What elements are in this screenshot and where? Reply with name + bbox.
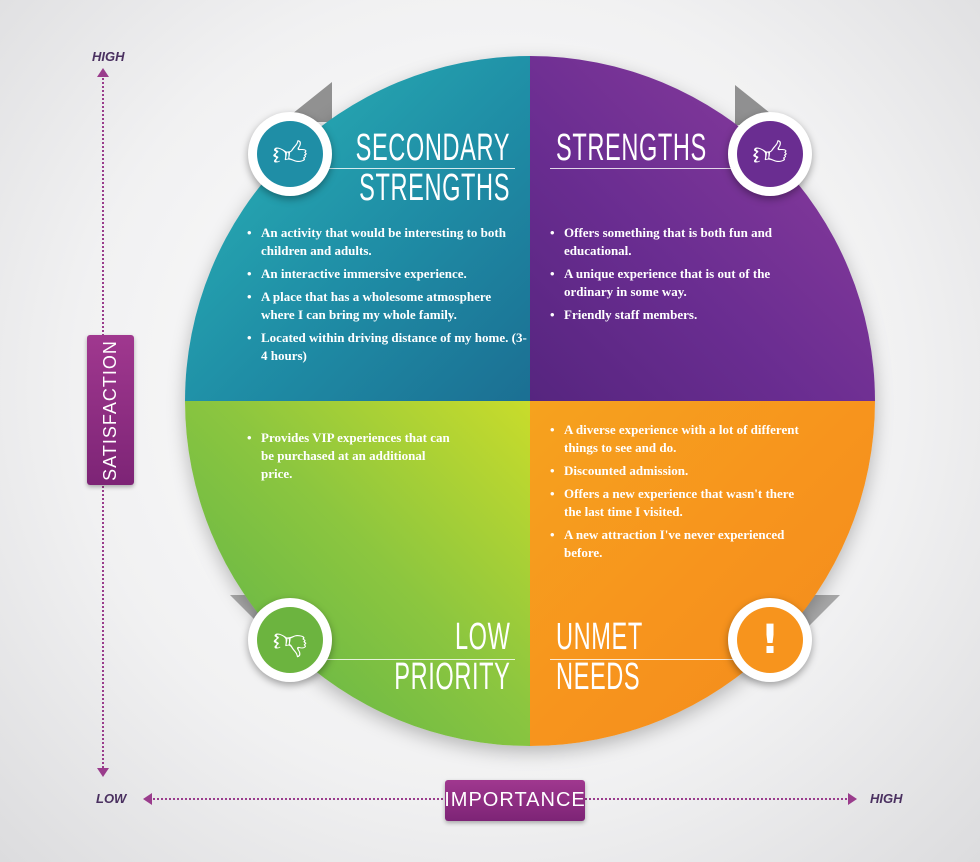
x-axis-arrow-right bbox=[848, 793, 857, 805]
divider bbox=[550, 168, 740, 169]
y-axis-arrow-up bbox=[97, 68, 109, 77]
y-axis-label: SATISFACTION bbox=[100, 339, 120, 481]
list-item: Provides VIP experiences that can be pur… bbox=[247, 429, 457, 483]
list-item: An interactive immersive experience. bbox=[247, 265, 527, 283]
exclamation-icon: ! bbox=[728, 598, 812, 682]
divider bbox=[325, 659, 515, 660]
list-item: A place that has a wholesome atmosphere … bbox=[247, 288, 527, 324]
y-axis-low: LOW bbox=[96, 791, 127, 806]
list-item: An activity that would be interesting to… bbox=[247, 224, 527, 260]
y-axis-arrow-down bbox=[97, 768, 109, 777]
list-item: Offers a new experience that wasn't ther… bbox=[550, 485, 800, 521]
divider bbox=[550, 659, 740, 660]
quadrant-low-priority: Provides VIP experiences that can be pur… bbox=[185, 401, 530, 746]
x-axis-label: IMPORTANCE bbox=[444, 780, 585, 821]
item-list: Offers something that is both fun and ed… bbox=[550, 224, 800, 329]
quadrant-unmet-needs: A diverse experience with a lot of diffe… bbox=[530, 401, 875, 746]
x-axis-high: HIGH bbox=[870, 791, 903, 806]
divider bbox=[325, 168, 515, 169]
list-item: Offers something that is both fun and ed… bbox=[550, 224, 800, 260]
thumbs-up-icon: 👍︎ bbox=[248, 112, 332, 196]
list-item: Discounted admission. bbox=[550, 462, 800, 480]
x-axis-arrow-left bbox=[143, 793, 152, 805]
thumbs-up-icon: 👍︎ bbox=[728, 112, 812, 196]
list-item: A new attraction I've never experienced … bbox=[550, 526, 800, 562]
item-list: An activity that would be interesting to… bbox=[247, 224, 527, 370]
y-axis-high: HIGH bbox=[92, 49, 125, 64]
list-item: A unique experience that is out of the o… bbox=[550, 265, 800, 301]
thumbs-down-icon: 👎︎ bbox=[248, 598, 332, 682]
quadrant-title: STRENGTHS bbox=[556, 127, 707, 169]
item-list: A diverse experience with a lot of diffe… bbox=[550, 421, 800, 567]
quadrant-strengths: STRENGTHS Offers something that is both … bbox=[530, 56, 875, 401]
item-list: Provides VIP experiences that can be pur… bbox=[247, 429, 457, 488]
list-item: Friendly staff members. bbox=[550, 306, 800, 324]
y-axis-label-box: SATISFACTION bbox=[87, 335, 134, 485]
list-item: Located within driving distance of my ho… bbox=[247, 329, 527, 365]
list-item: A diverse experience with a lot of diffe… bbox=[550, 421, 800, 457]
